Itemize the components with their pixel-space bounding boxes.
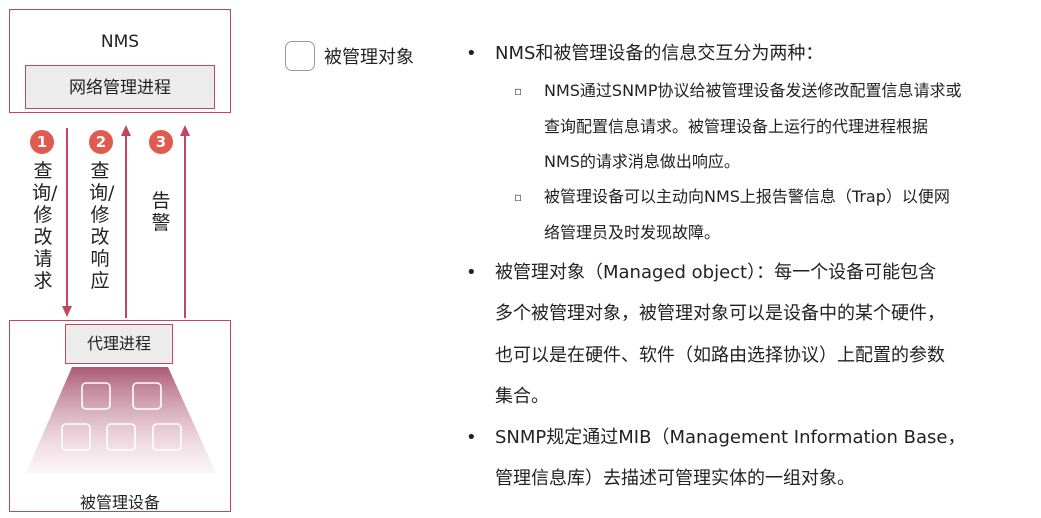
bullet-3-line-1: SNMP规定通过MIB（Management Information Base， [495, 427, 966, 448]
bullet-dot: • [466, 427, 477, 448]
bullet-2-line-2: 多个被管理对象，被管理对象可以是设备中的某个硬件， [495, 303, 945, 324]
nms-title: NMS [100, 32, 140, 52]
sub-bullet-square: ▫ [514, 190, 523, 204]
badge-1: 1 [30, 130, 54, 154]
arrows-svg [62, 125, 190, 318]
managed-object-icons [61, 382, 182, 451]
sub-bullet-square: ▫ [514, 84, 523, 98]
bullet-dot: • [466, 262, 477, 283]
bullet-2-line-3: 也可以是在硬件、软件（如路由选择协议）上配置的参数 [495, 345, 945, 366]
arrow-3-head [180, 125, 190, 136]
arrow-1-head [62, 306, 72, 317]
managed-object-icon [106, 423, 136, 451]
managed-object-icon [61, 423, 91, 451]
bullet-3-line-2: 管理信息库）去描述可管理实体的一组对象。 [495, 468, 855, 489]
agent-process-label: 代理进程 [86, 334, 151, 353]
nms-box: NMS 网络管理进程 [9, 9, 231, 113]
arrow-2-head [121, 125, 131, 136]
bullet-1-text: NMS和被管理设备的信息交互分为两种： [495, 43, 824, 64]
sub-2-line-1: 被管理设备可以主动向NMS上报告警信息（Trap）以便网 [544, 187, 950, 206]
badge-2: 2 [89, 130, 113, 154]
arrow-3-label: 告警 [151, 190, 171, 234]
managed-object-icon [152, 423, 182, 451]
sub-1-line-1: NMS通过SNMP协议给被管理设备发送修改配置信息请求或 [544, 81, 962, 100]
badge-3: 3 [149, 130, 173, 154]
nms-process-box: 网络管理进程 [25, 65, 215, 109]
legend-label: 被管理对象 [324, 47, 414, 68]
agent-process-box: 代理进程 [65, 324, 173, 364]
bullet-2-line-4: 集合。 [495, 386, 549, 407]
nms-process-label: 网络管理进程 [69, 78, 171, 98]
sub-2-line-2: 络管理员及时发现故障。 [544, 223, 721, 242]
legend-object-icon [285, 41, 315, 71]
bullet-2-line-1: 被管理对象（Managed object）：每一个设备可能包含 [495, 262, 937, 283]
managed-object-icon [132, 382, 162, 410]
managed-object-icon [81, 382, 111, 410]
arrow-1-label: 查询/修改请求 [32, 160, 58, 292]
sub-1-line-3: NMS的请求消息做出响应。 [544, 152, 740, 171]
managed-device-box: 代理进程 被管理设备 [9, 320, 231, 512]
object-cone [26, 367, 216, 473]
arrow-2-label: 查询/修改响应 [89, 160, 115, 292]
bullet-dot: • [466, 43, 477, 64]
managed-device-label: 被管理设备 [79, 493, 160, 512]
sub-1-line-2: 查询配置信息请求。被管理设备上运行的代理进程根据 [544, 117, 929, 136]
